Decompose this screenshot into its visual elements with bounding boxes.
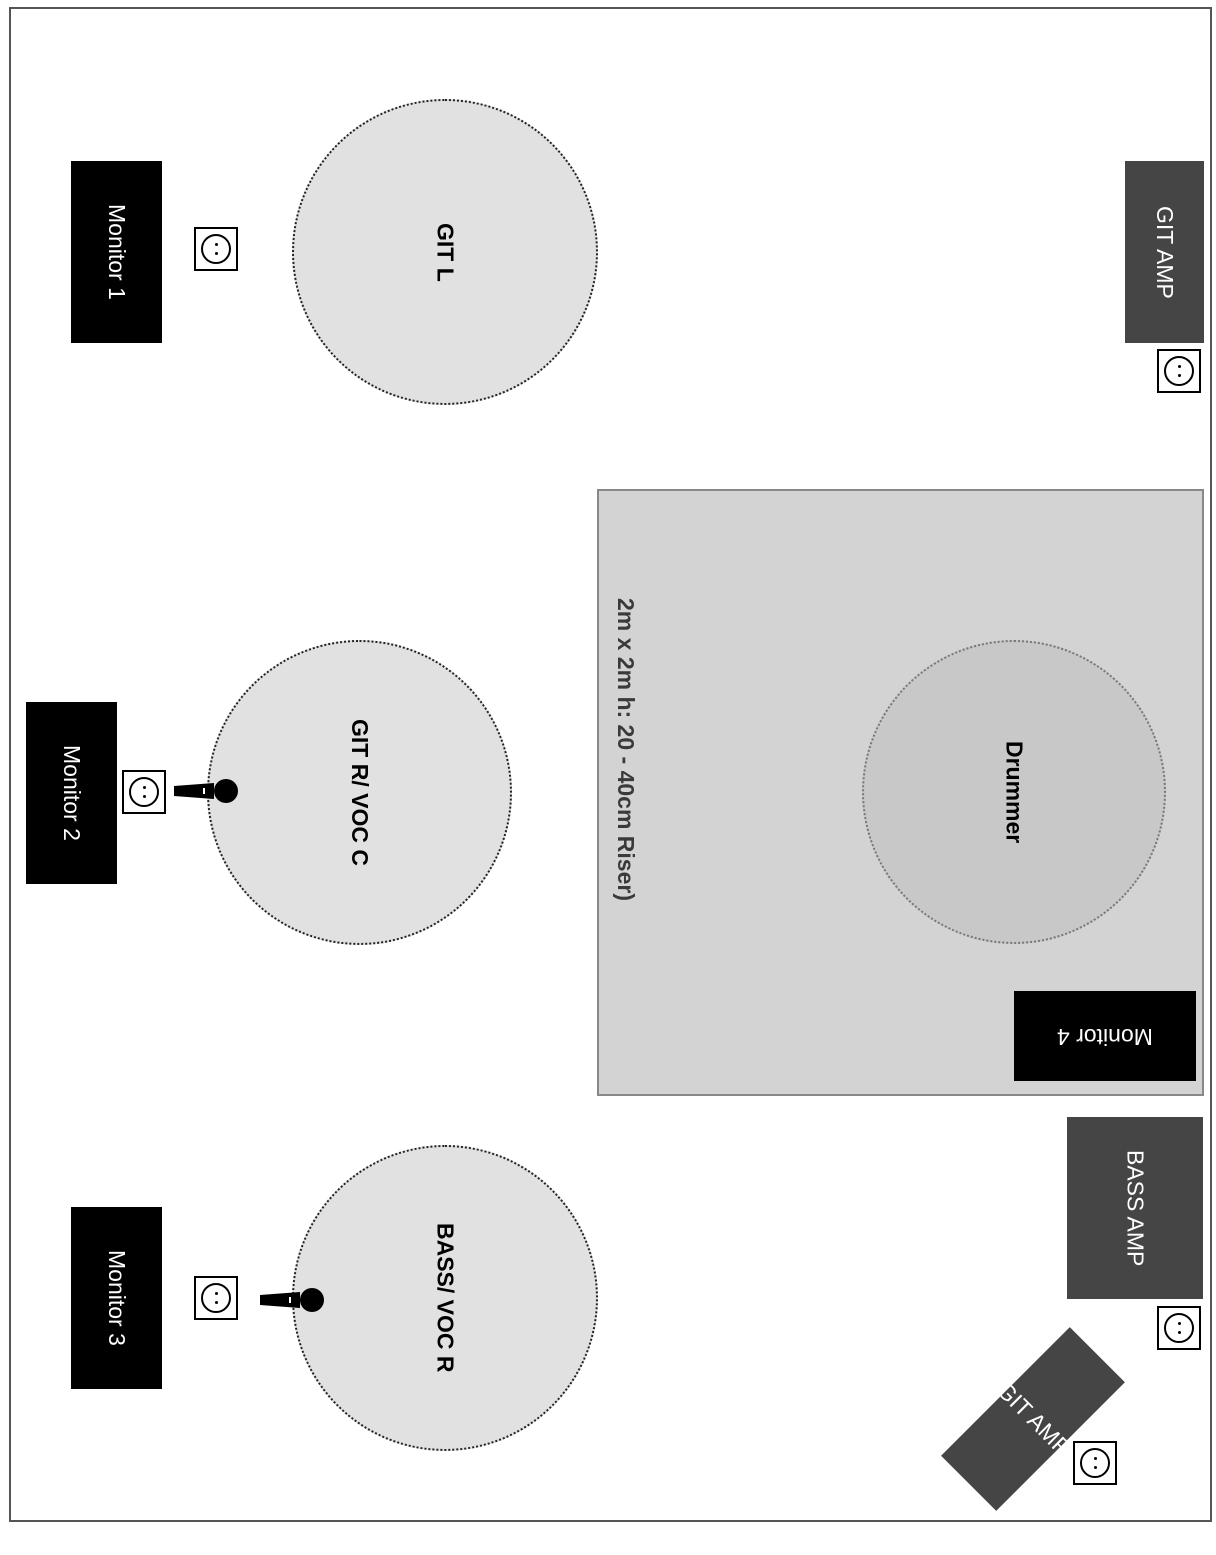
power-outlet-icon bbox=[1157, 1306, 1201, 1350]
monitor-3-label: Monitor 3 bbox=[104, 1250, 130, 1346]
drummer-label: Drummer bbox=[1001, 740, 1028, 844]
monitor-4-label: Monitor 4 bbox=[1057, 1023, 1153, 1050]
git-l-position: GIT L bbox=[292, 99, 598, 405]
bass-voc-r-position: BASS/ VOC R bbox=[292, 1145, 598, 1451]
git-r-voc-c-position: GIT R/ VOC C bbox=[207, 640, 512, 945]
microphone-icon bbox=[260, 1288, 324, 1312]
riser-label: 2m x 2m h: 20 - 40cm Riser) bbox=[613, 598, 639, 901]
power-outlet-icon bbox=[1073, 1441, 1117, 1485]
drummer-position: Drummer bbox=[862, 640, 1166, 944]
power-outlet-icon bbox=[122, 770, 166, 814]
monitor-1-label: Monitor 1 bbox=[104, 204, 130, 300]
power-outlet-icon bbox=[1157, 349, 1201, 393]
git-r-voc-c-label: GIT R/ VOC C bbox=[347, 719, 373, 866]
bass-amp: BASS AMP bbox=[1067, 1117, 1203, 1299]
monitor-1: Monitor 1 bbox=[71, 161, 162, 343]
power-outlet-icon bbox=[194, 1276, 238, 1320]
monitor-4: Monitor 4 bbox=[1014, 991, 1196, 1081]
git-amp-top: GIT AMP bbox=[1125, 161, 1204, 343]
git-amp-top-label: GIT AMP bbox=[1152, 205, 1178, 299]
git-amp-corner-label: GIT AMP bbox=[991, 1376, 1076, 1461]
power-outlet-icon bbox=[194, 227, 238, 271]
microphone-icon bbox=[174, 779, 238, 803]
monitor-2: Monitor 2 bbox=[26, 702, 117, 884]
monitor-3: Monitor 3 bbox=[71, 1207, 162, 1389]
git-l-label: GIT L bbox=[432, 222, 459, 282]
bass-amp-label: BASS AMP bbox=[1122, 1149, 1149, 1267]
stage-outline bbox=[9, 7, 1212, 1522]
monitor-2-label: Monitor 2 bbox=[59, 745, 85, 841]
bass-voc-r-label: BASS/ VOC R bbox=[432, 1223, 459, 1373]
